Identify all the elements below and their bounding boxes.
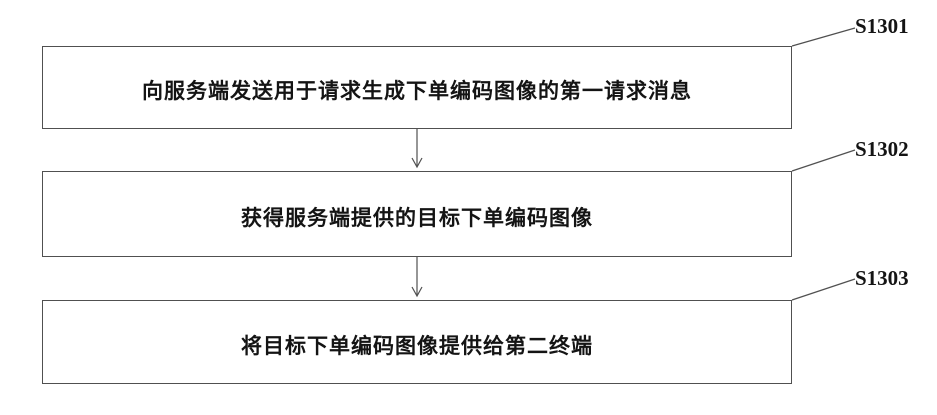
step-id-s1301: S1301 <box>855 14 909 39</box>
step-text-s1303: 将目标下单编码图像提供给第二终端 <box>43 330 791 360</box>
step-id-s1302: S1302 <box>855 137 909 162</box>
leader-line-s1302 <box>792 150 855 171</box>
step-text-s1301: 向服务端发送用于请求生成下单编码图像的第一请求消息 <box>43 75 791 105</box>
flow-arrow-2 <box>412 257 422 296</box>
flow-arrow-1 <box>412 129 422 167</box>
step-box-s1301: 向服务端发送用于请求生成下单编码图像的第一请求消息 <box>42 46 792 129</box>
step-box-s1302: 获得服务端提供的目标下单编码图像 <box>42 171 792 257</box>
step-text-s1302: 获得服务端提供的目标下单编码图像 <box>43 202 791 232</box>
step-id-s1303: S1303 <box>855 266 909 291</box>
leader-line-s1301 <box>792 28 855 46</box>
step-box-s1303: 将目标下单编码图像提供给第二终端 <box>42 300 792 384</box>
leader-line-s1303 <box>792 279 855 300</box>
